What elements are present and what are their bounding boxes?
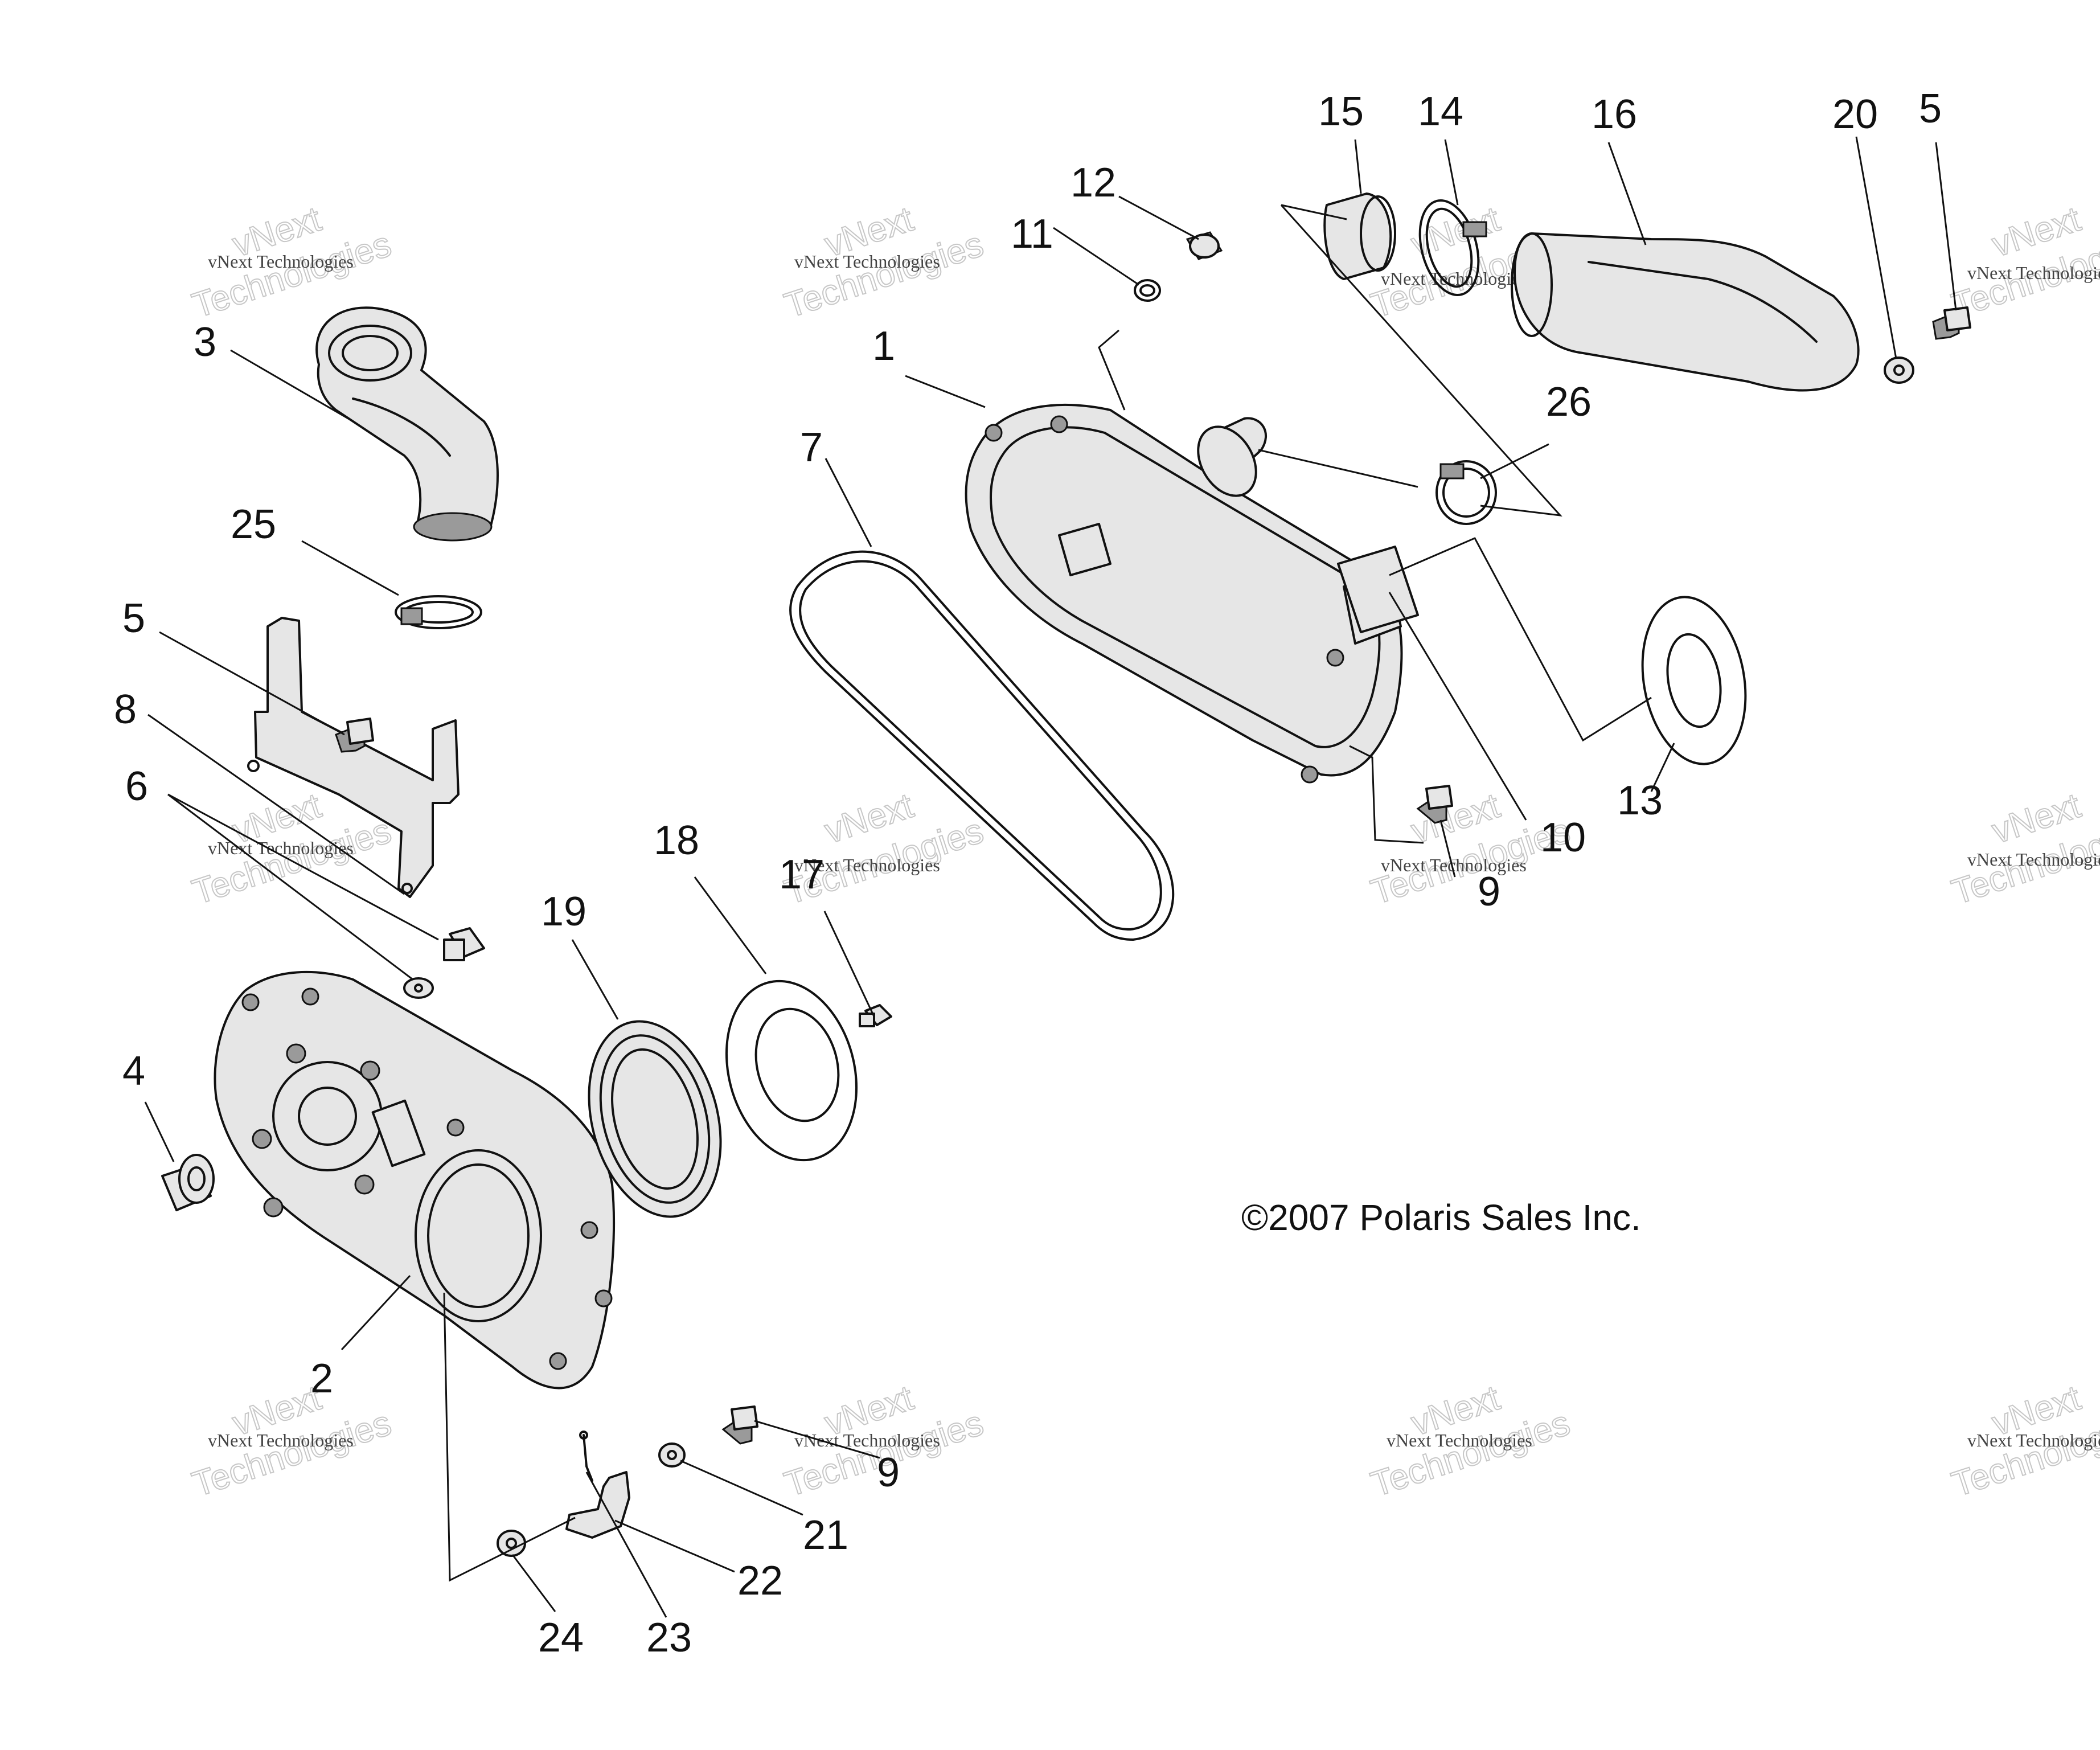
part-16-outlet-duct [1511, 232, 1860, 392]
part-8-bracket [247, 617, 460, 898]
callout-18: 18 [654, 818, 699, 863]
part-11-oring [1134, 279, 1161, 302]
callout-1: 1 [872, 323, 895, 369]
callout-20: 20 [1832, 92, 1878, 137]
svg-text:vNext Technologies: vNext Technologies [1967, 1430, 2100, 1450]
callout-24: 24 [538, 1615, 584, 1661]
part-20-washer [1884, 356, 1914, 384]
svg-text:vNext Technologies: vNext Technologies [1967, 849, 2100, 870]
part-6-washer-bolt [403, 927, 485, 999]
callout-8: 8 [114, 687, 137, 732]
watermark: vNext Technologies vNext Technologies [1947, 1378, 2100, 1505]
part-13-gasket [1641, 596, 1747, 765]
svg-text:vNext Technologies: vNext Technologies [208, 1430, 354, 1450]
callout-25: 25 [231, 502, 276, 547]
part-18-plate [725, 979, 858, 1162]
svg-text:vNext Technologies: vNext Technologies [794, 855, 940, 875]
callout-13: 13 [1617, 778, 1663, 823]
svg-text:vNext Technologies: vNext Technologies [208, 251, 354, 272]
callout-7: 7 [800, 425, 823, 470]
part-15-coupler [1323, 192, 1396, 280]
part-14-clamp [1418, 199, 1487, 297]
callout-14: 14 [1418, 89, 1463, 134]
callout-4: 4 [122, 1048, 145, 1094]
part-26-clamp [1435, 460, 1497, 525]
callout-16: 16 [1592, 92, 1637, 137]
callout-15: 15 [1318, 89, 1364, 134]
part-5-bolt-right [1932, 306, 1971, 340]
callout-17: 17 [779, 852, 825, 897]
copyright-notice: ©2007 Polaris Sales Inc. [1241, 1197, 1641, 1238]
part-9-bolt-upper [1416, 785, 1453, 824]
callout-10: 10 [1540, 815, 1586, 860]
callout-23: 23 [646, 1615, 692, 1661]
part-24-washer [497, 1530, 526, 1557]
part-12-plug [1186, 231, 1223, 260]
part-1-outer-cover [965, 403, 1403, 784]
watermark: vNext Technologies vNext Technologies [1947, 785, 2100, 913]
watermark: vNext Technologies vNext Technologies [780, 199, 989, 326]
callout-22: 22 [737, 1558, 783, 1604]
callout-9-upper: 9 [1478, 869, 1500, 915]
part-25-clamp [395, 595, 482, 629]
callout-26: 26 [1546, 379, 1592, 425]
callout-2: 2 [310, 1356, 333, 1401]
callout-labels: 1 2 3 4 5 5 6 7 8 9 9 10 11 12 13 14 15 … [114, 86, 1942, 1661]
leader-lines [144, 136, 1957, 1618]
callout-5-left: 5 [122, 596, 145, 641]
part-4-spacer [161, 1154, 215, 1211]
callout-21: 21 [803, 1513, 848, 1558]
svg-text:vNext Technologies: vNext Technologies [1387, 1430, 1532, 1450]
callout-5-right: 5 [1919, 86, 1942, 132]
part-7-drive-belt [789, 550, 1175, 941]
svg-text:vNext Technologies: vNext Technologies [794, 251, 940, 272]
part-22-bracket [565, 1471, 630, 1539]
part-9-bolt-lower [721, 1405, 758, 1445]
part-3-intake-duct [315, 306, 499, 542]
callout-3: 3 [194, 319, 216, 365]
callout-19: 19 [541, 889, 586, 935]
part-23-pin [579, 1431, 593, 1482]
callout-9-lower: 9 [877, 1450, 900, 1495]
part-19-seal [588, 1020, 722, 1218]
svg-text:vNext Technologies: vNext Technologies [794, 1430, 940, 1450]
part-21-washer [658, 1442, 686, 1468]
callout-12: 12 [1070, 160, 1116, 206]
watermark: vNext Technologies vNext Technologies [1947, 199, 2100, 326]
watermark: vNext Technologies vNext Technologies [1366, 1378, 1576, 1505]
watermark: vNext Technologies vNext Technologies [187, 1378, 397, 1505]
part-2-inner-cover [214, 970, 616, 1390]
callout-11: 11 [1011, 211, 1053, 257]
part-10-decal [1337, 546, 1419, 633]
part-17-bolt [859, 1004, 892, 1027]
svg-text:vNext Technologies: vNext Technologies [1967, 263, 2100, 283]
callout-6: 6 [125, 764, 148, 809]
